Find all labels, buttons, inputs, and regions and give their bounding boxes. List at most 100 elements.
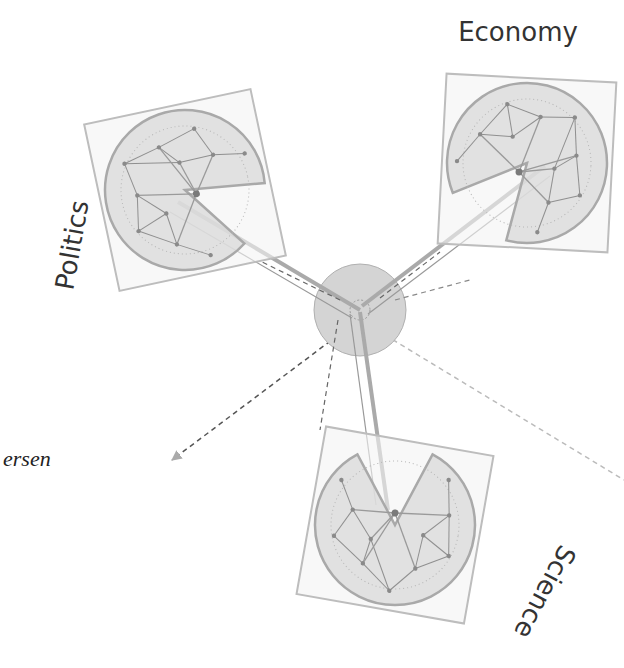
dashed-line <box>262 262 340 300</box>
network-link <box>124 162 137 196</box>
network-link <box>159 142 197 200</box>
network-link <box>519 116 541 173</box>
network-link <box>506 104 515 136</box>
network-dot <box>478 132 483 137</box>
network-link <box>167 194 205 245</box>
network-link <box>362 539 397 591</box>
tick-ring <box>321 451 469 599</box>
domain-box: Science <box>305 435 485 615</box>
domain-box: Economy <box>437 73 617 253</box>
network-link <box>442 515 455 556</box>
network-dot <box>210 152 215 157</box>
network-dot <box>331 533 336 538</box>
network-dot <box>573 115 578 120</box>
network-dot <box>535 230 540 235</box>
network-link <box>389 565 415 595</box>
network-link <box>548 194 579 204</box>
network-link <box>386 513 424 569</box>
network-dot <box>538 115 543 120</box>
network-link <box>137 183 196 206</box>
domain-title: Politics <box>49 198 94 292</box>
network-dot <box>510 134 515 139</box>
network-dot <box>447 513 452 518</box>
network-link <box>395 506 449 522</box>
network-hub <box>192 190 200 198</box>
box-square <box>297 427 494 624</box>
network-dot <box>174 242 179 247</box>
network-dot <box>455 159 460 164</box>
network-dot <box>413 566 418 571</box>
network-hub <box>515 168 522 175</box>
network-link <box>179 160 196 195</box>
network-dot <box>446 553 451 558</box>
network-dot <box>135 193 140 198</box>
network-link <box>213 148 245 160</box>
box-square <box>438 74 617 253</box>
network-link <box>348 510 375 539</box>
network-link <box>177 238 211 262</box>
network-link <box>541 116 575 119</box>
author-note: ersen <box>3 446 51 472</box>
network-dot <box>421 533 426 538</box>
sector-disc <box>443 79 611 247</box>
network-link <box>334 507 353 538</box>
network-dot <box>387 588 392 593</box>
network-link <box>480 103 507 136</box>
network-dot <box>208 253 213 258</box>
network-link <box>131 195 144 231</box>
box-outline <box>305 435 485 615</box>
network-dot <box>192 126 197 131</box>
network-link <box>330 536 367 564</box>
network-dot <box>578 193 583 198</box>
sector-disc <box>90 95 280 285</box>
dashed-line <box>380 252 440 298</box>
tick-ring <box>460 96 595 231</box>
network-link <box>123 147 161 163</box>
network-link <box>415 551 448 574</box>
network-link <box>136 213 169 231</box>
network-dot <box>574 153 579 158</box>
network-link <box>519 167 554 174</box>
network-dot <box>552 166 557 171</box>
network-dot <box>136 228 141 233</box>
network-link <box>573 118 579 156</box>
network-link <box>363 509 395 567</box>
domain-box: Politics <box>95 100 275 280</box>
network-link <box>157 129 197 148</box>
network-link <box>363 538 371 564</box>
network-dot <box>242 151 247 156</box>
network-link <box>519 153 576 175</box>
network-hub <box>391 509 399 517</box>
dashed-arrow <box>172 330 345 460</box>
tick-ring <box>109 114 261 266</box>
network-link <box>457 133 480 162</box>
domain-title: Economy <box>458 17 578 47</box>
network-dot <box>368 536 373 541</box>
domain-title: Science <box>508 540 582 643</box>
network-dot <box>122 161 127 166</box>
network-link <box>443 480 456 515</box>
network-link <box>537 202 548 233</box>
network-link <box>194 126 213 158</box>
sector-disc <box>302 436 487 617</box>
network-dot <box>164 211 169 216</box>
network-link <box>518 172 550 203</box>
box-outline <box>95 100 275 280</box>
box-outline <box>437 73 617 253</box>
network-dot <box>505 102 510 107</box>
network-dot <box>360 561 365 566</box>
network-dot <box>156 145 161 150</box>
dashed-line <box>320 320 338 430</box>
network-link <box>420 535 451 556</box>
box-square <box>84 89 286 291</box>
network-dot <box>350 507 355 512</box>
network-link <box>166 213 177 246</box>
network-dot <box>546 200 551 205</box>
network-link <box>507 104 541 117</box>
network-link <box>415 535 423 569</box>
network-link <box>179 155 213 163</box>
network-link <box>337 480 358 510</box>
network-link <box>574 156 582 196</box>
network-link <box>548 168 554 202</box>
